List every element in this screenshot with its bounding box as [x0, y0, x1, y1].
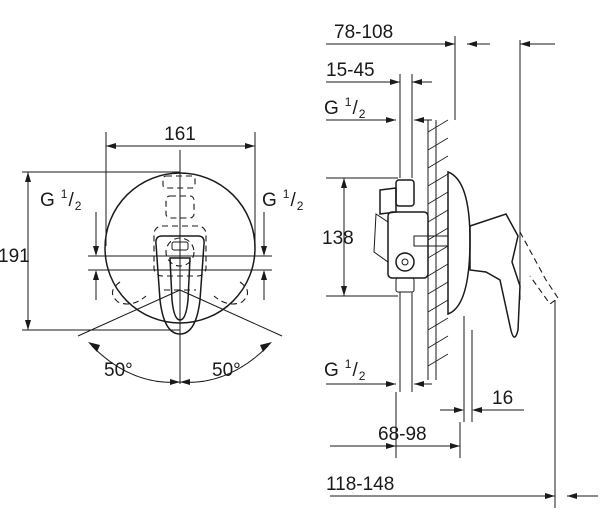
- dim-78-108: [326, 36, 490, 120]
- side-lever: [469, 213, 559, 338]
- mixer-body: [373, 179, 449, 293]
- dim-138-label: 138: [322, 228, 354, 249]
- dim-138: [326, 177, 398, 297]
- dim-68-98: [330, 392, 461, 458]
- dim-15-45: [326, 74, 432, 178]
- height-dimension: [22, 171, 180, 331]
- dim-118-148: [330, 40, 598, 508]
- dim-78-108-label: 78-108: [334, 22, 393, 43]
- dim-16: [440, 316, 524, 422]
- dim-118-148-label: 118-148: [326, 474, 394, 495]
- right-thread-leader: [261, 212, 267, 300]
- angle-indicators: [77, 289, 283, 385]
- left-angle-label: 50°: [104, 360, 133, 381]
- dim-68-98-label: 68-98: [378, 424, 427, 445]
- dim-16-label: 16: [492, 388, 513, 409]
- left-thread-leader: [93, 212, 99, 300]
- escutcheon-profile: [447, 170, 471, 316]
- right-angle-label: 50°: [212, 360, 241, 381]
- height-label: 191: [0, 246, 30, 267]
- width-label: 161: [164, 124, 196, 145]
- top-thread-leader: [326, 117, 432, 123]
- bottom-thread-leader: [326, 292, 432, 392]
- width-dimension: [105, 132, 256, 246]
- wall-section: [427, 119, 449, 380]
- dim-15-45-label: 15-45: [326, 60, 375, 81]
